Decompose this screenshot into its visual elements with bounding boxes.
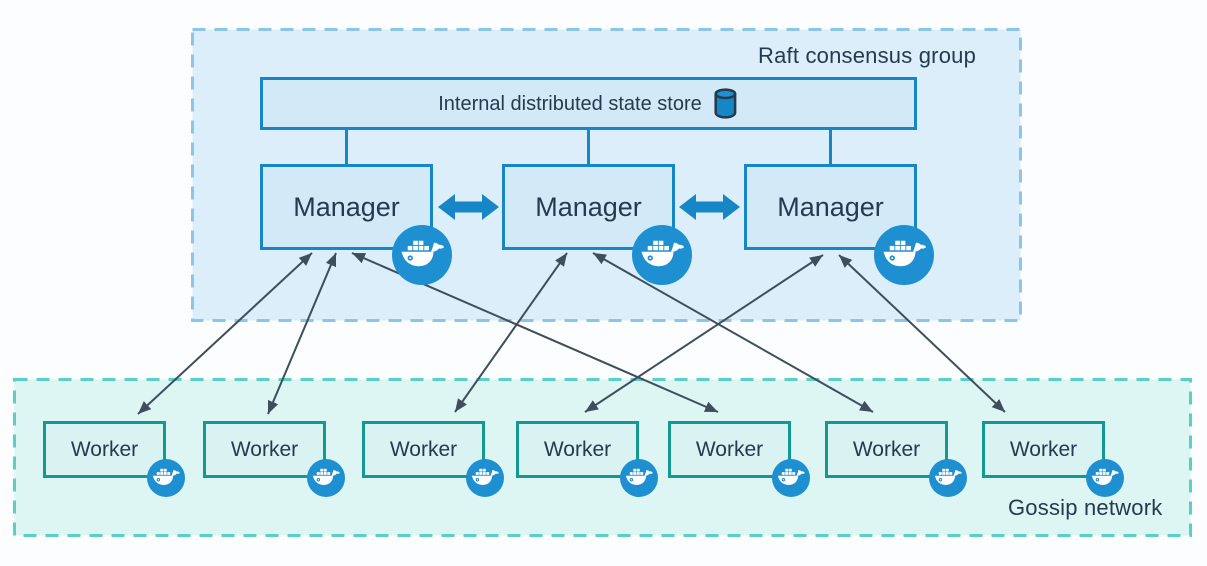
worker-label: Worker bbox=[1009, 438, 1078, 461]
worker-box-5: Worker bbox=[668, 421, 791, 478]
gossip-network-label: Gossip network bbox=[1008, 495, 1163, 520]
worker-label: Worker bbox=[70, 438, 139, 461]
docker-whale-icon bbox=[632, 225, 692, 285]
raft-group-label: Raft consensus group bbox=[758, 43, 977, 68]
docker-whale-icon bbox=[929, 459, 967, 497]
docker-whale-icon bbox=[147, 459, 185, 497]
worker-label: Worker bbox=[852, 438, 921, 461]
state-store-box: Internal distributed state store bbox=[260, 77, 917, 130]
worker-box-4: Worker bbox=[516, 421, 639, 478]
worker-label: Worker bbox=[389, 438, 458, 461]
worker-label: Worker bbox=[543, 438, 612, 461]
manager-label: Manager bbox=[535, 191, 642, 222]
manager2-worker3-arrow bbox=[454, 252, 568, 413]
docker-whale-icon bbox=[620, 459, 658, 497]
manager2-worker6-arrow bbox=[592, 252, 874, 413]
docker-whale-icon bbox=[307, 459, 345, 497]
docker-whale-icon bbox=[874, 225, 934, 285]
worker-box-6: Worker bbox=[825, 421, 948, 478]
worker-box-7: Worker bbox=[982, 421, 1105, 478]
manager3-worker4-arrow bbox=[584, 254, 824, 413]
manager-label: Manager bbox=[293, 191, 400, 222]
database-cylinder-icon bbox=[712, 87, 739, 120]
docker-whale-icon bbox=[1086, 459, 1124, 497]
manager1-worker1-arrow bbox=[137, 252, 313, 415]
manager1-manager2-peer-arrow bbox=[438, 194, 499, 220]
worker-box-2: Worker bbox=[203, 421, 326, 478]
worker-box-3: Worker bbox=[362, 421, 485, 478]
manager1-worker2-arrow bbox=[267, 252, 337, 415]
state-store-label: Internal distributed state store bbox=[438, 92, 702, 115]
store-manager-connector bbox=[345, 130, 348, 164]
worker-label: Worker bbox=[695, 438, 764, 461]
worker-label: Worker bbox=[230, 438, 299, 461]
manager-label: Manager bbox=[777, 191, 884, 222]
store-manager-connector bbox=[587, 130, 590, 164]
docker-whale-icon bbox=[772, 459, 810, 497]
docker-whale-icon bbox=[392, 225, 452, 285]
worker-box-1: Worker bbox=[43, 421, 166, 478]
store-manager-connector bbox=[829, 130, 832, 164]
manager2-manager3-peer-arrow bbox=[679, 194, 740, 220]
docker-whale-icon bbox=[466, 459, 504, 497]
